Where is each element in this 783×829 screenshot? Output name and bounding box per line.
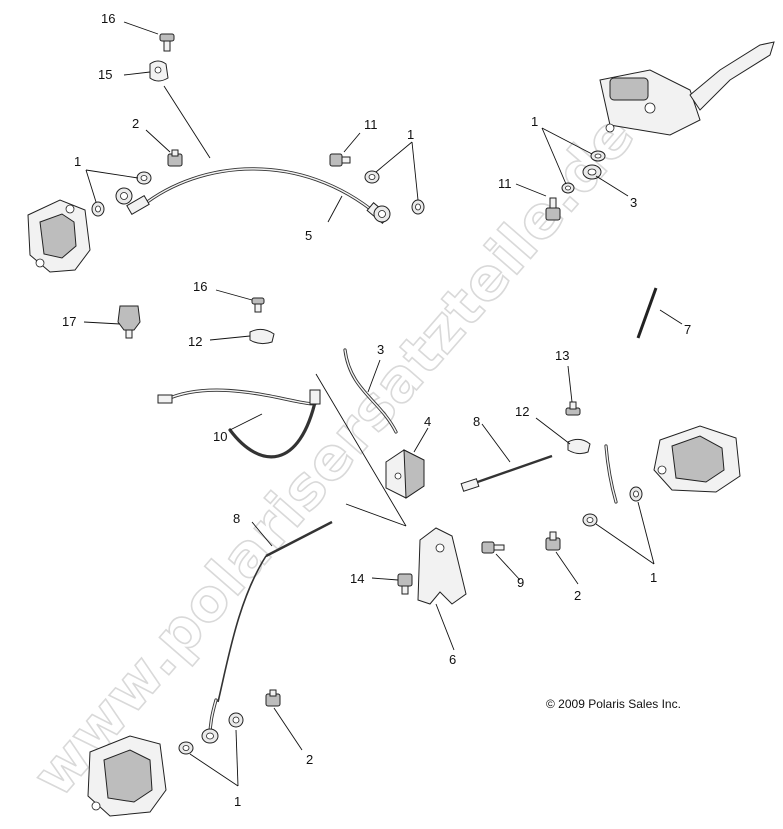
callout-11-top: 11: [364, 117, 378, 132]
callout-13: 13: [555, 348, 569, 363]
brake-hose-right-short: [604, 444, 618, 504]
callout-labels: 16 15 2 1 11 1 5 1 11 3 16 17 12 7 3 13 …: [62, 11, 691, 809]
copper-washer-1d: [411, 199, 425, 215]
copper-washer-1i: [178, 741, 194, 755]
callout-12-left: 12: [188, 334, 202, 349]
brake-junction-block-4: [385, 449, 425, 499]
banjo-bolt-2a: [167, 149, 183, 167]
callout-16-middle: 16: [193, 279, 207, 294]
callout-9: 9: [517, 575, 524, 590]
front-left-brake-caliper: [27, 199, 91, 273]
front-right-brake-caliper: [653, 425, 741, 493]
bolt-14: [397, 573, 413, 595]
copper-washer-1c: [364, 170, 380, 184]
screw-16-middle: [251, 297, 265, 313]
clip-17: [117, 305, 141, 339]
callout-4: 4: [424, 414, 431, 429]
copper-washer-1e: [590, 150, 606, 162]
banjo-bolt-11b: [545, 197, 561, 221]
brake-hose-10: [157, 388, 321, 459]
bolt-9: [481, 541, 505, 554]
callout-7: 7: [684, 322, 691, 337]
callout-8-right: 8: [473, 414, 480, 429]
callout-10: 10: [213, 429, 227, 444]
leader-lines: [83, 21, 683, 787]
callout-8-lower: 8: [233, 511, 240, 526]
callout-2-top: 2: [132, 116, 139, 131]
brake-line-8-right: [460, 454, 553, 492]
banjo-bolt-2c: [265, 689, 281, 707]
callout-3-top: 3: [630, 195, 637, 210]
copper-washer-1j: [228, 712, 244, 728]
callout-5: 5: [305, 228, 312, 243]
callout-16-top: 16: [101, 11, 115, 26]
brake-hose-front-upper: [115, 167, 391, 224]
brake-master-cylinder-lever: [599, 41, 775, 136]
hose-clamp-12a: [249, 328, 275, 345]
callout-6: 6: [449, 652, 456, 667]
copper-washer-1a: [91, 201, 105, 217]
copyright-notice: © 2009 Polaris Sales Inc.: [546, 697, 681, 711]
callout-1-top-right: 1: [531, 114, 538, 129]
callout-2-right: 2: [574, 588, 581, 603]
callout-1-right: 1: [650, 570, 657, 585]
hose-clip-15: [149, 60, 169, 82]
callout-12-right: 12: [515, 404, 529, 419]
mounting-bracket-6: [417, 527, 467, 605]
brake-hose-short-3: [343, 348, 398, 434]
callout-2-bottom: 2: [306, 752, 313, 767]
callout-3-middle: 3: [377, 342, 384, 357]
banjo-fitting-bottom: [201, 728, 219, 744]
callout-11-right: 11: [498, 176, 512, 191]
hose-fitting-3a: [582, 164, 602, 180]
cable-tie-7: [636, 287, 658, 339]
callout-14: 14: [350, 571, 364, 586]
banjo-bolt-11a: [329, 153, 351, 167]
callout-17: 17: [62, 314, 76, 329]
callout-1-bottom: 1: [234, 794, 241, 809]
hose-clamp-12b: [567, 438, 591, 455]
banjo-bolt-2b: [545, 531, 561, 551]
rear-brake-caliper: [87, 735, 167, 817]
callout-15: 15: [98, 67, 112, 82]
copper-washer-1b: [136, 171, 152, 185]
copper-washer-1f: [561, 182, 575, 194]
copper-washer-1g: [629, 486, 643, 502]
copper-washer-1h: [582, 513, 598, 527]
screw-13: [565, 401, 581, 416]
callout-1-top-left: 1: [74, 154, 81, 169]
screw-16-top: [159, 33, 175, 52]
callout-1-top-middle: 1: [407, 127, 414, 142]
brake-line-8-lower: [217, 520, 333, 703]
